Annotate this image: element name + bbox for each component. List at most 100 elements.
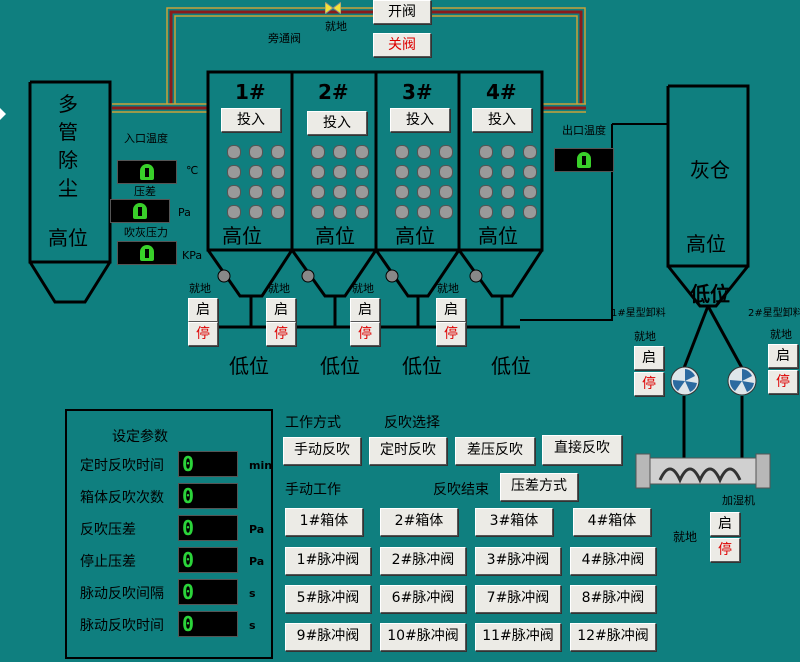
- feeder-1-stop-button[interactable]: 停: [634, 372, 664, 396]
- blow-pressure-unit: KPa: [182, 249, 203, 262]
- nozzle-dot: [417, 145, 431, 159]
- bypass-label: 旁通阀: [268, 32, 301, 45]
- box-1-stop-button[interactable]: 停: [188, 322, 218, 346]
- box-2-stop-button[interactable]: 停: [266, 322, 296, 346]
- param-value-input[interactable]: 0: [178, 579, 238, 605]
- param-unit: Pa: [249, 555, 265, 568]
- feeder-1-label: 1#星型卸料: [611, 308, 666, 319]
- bypass-valve-icon[interactable]: [325, 2, 341, 14]
- nozzle-dot: [501, 205, 515, 219]
- box-4-start-button[interactable]: 启: [436, 298, 466, 322]
- param-value-input[interactable]: 0: [178, 547, 238, 573]
- feeder-1-start-button[interactable]: 启: [634, 346, 664, 370]
- pulse-valve-11-button[interactable]: 11#脉冲阀: [475, 623, 561, 651]
- param-value-input[interactable]: 0: [178, 483, 238, 509]
- pulse-valve-10-button[interactable]: 10#脉冲阀: [380, 623, 466, 651]
- box-4-stop-button[interactable]: 停: [436, 322, 466, 346]
- nozzle-dot: [311, 205, 325, 219]
- box-3-title: 3#: [402, 80, 433, 104]
- pulse-valve-12-button[interactable]: 12#脉冲阀: [570, 623, 656, 651]
- blow-pressure-label: 吹灰压力: [124, 226, 168, 239]
- blow-pressure-display: [117, 241, 177, 265]
- param-value: 0: [182, 516, 195, 540]
- nozzle-dot: [249, 185, 263, 199]
- manual-blow-button[interactable]: 手动反吹: [283, 437, 361, 465]
- manual-work-label: 手动工作: [285, 482, 341, 498]
- box-4-button[interactable]: 4#箱体: [573, 508, 651, 536]
- param-label: 脉动反吹间隔: [80, 586, 164, 602]
- nozzle-dot: [523, 205, 537, 219]
- bell-icon: [140, 164, 154, 180]
- blow-end-label: 反吹结束: [433, 482, 489, 498]
- feeder-2-label: 2#星型卸料: [748, 308, 800, 319]
- param-value-input[interactable]: 0: [178, 451, 238, 477]
- humidifier-label: 加湿机: [722, 494, 755, 507]
- diff-blow-button[interactable]: 差压反吹: [455, 437, 535, 465]
- close-valve-button[interactable]: 关阀: [373, 33, 431, 57]
- nozzle-dot: [333, 185, 347, 199]
- box-1-start-button[interactable]: 启: [188, 298, 218, 322]
- nozzle-dot: [439, 185, 453, 199]
- feeder-2-start-button[interactable]: 启: [768, 344, 798, 368]
- diff-mode-button[interactable]: 压差方式: [500, 473, 578, 501]
- param-value-input[interactable]: 0: [178, 515, 238, 541]
- pulse-valve-4-button[interactable]: 4#脉冲阀: [570, 547, 656, 575]
- pulse-valve-8-button[interactable]: 8#脉冲阀: [570, 585, 656, 613]
- box-3-stop-button[interactable]: 停: [350, 322, 380, 346]
- box-3-button[interactable]: 3#箱体: [475, 508, 553, 536]
- work-mode-label: 工作方式: [285, 415, 341, 431]
- pulse-valve-2-button[interactable]: 2#脉冲阀: [380, 547, 466, 575]
- open-valve-button[interactable]: 开阀: [373, 0, 431, 24]
- humidifier-start-button[interactable]: 启: [710, 512, 740, 536]
- timed-blow-button[interactable]: 定时反吹: [369, 437, 447, 465]
- box-2-start-button[interactable]: 启: [266, 298, 296, 322]
- box-3-high-level: 高位: [395, 224, 435, 248]
- nozzle-dot: [417, 205, 431, 219]
- param-unit: min: [249, 459, 273, 472]
- nozzle-dot: [227, 145, 241, 159]
- pulse-valve-3-button[interactable]: 3#脉冲阀: [475, 547, 561, 575]
- params-title: 设定参数: [112, 429, 168, 445]
- pulse-valve-5-button[interactable]: 5#脉冲阀: [285, 585, 371, 613]
- nozzle-dot: [311, 145, 325, 159]
- nozzle-dot: [417, 165, 431, 179]
- box-4-engage-button[interactable]: 投入: [472, 108, 532, 132]
- nozzle-dot: [439, 145, 453, 159]
- pulse-valve-1-button[interactable]: 1#脉冲阀: [285, 547, 371, 575]
- param-unit: s: [249, 619, 256, 632]
- outlet-temp-label: 出口温度: [562, 124, 606, 137]
- param-label: 反吹压差: [80, 522, 136, 538]
- box-1-button[interactable]: 1#箱体: [285, 508, 363, 536]
- box-1-engage-button[interactable]: 投入: [221, 108, 281, 132]
- inlet-temp-unit: ℃: [186, 164, 199, 177]
- box-3-start-button[interactable]: 启: [350, 298, 380, 322]
- nozzle-dot: [271, 205, 285, 219]
- nozzle-dot: [333, 165, 347, 179]
- box-2-button[interactable]: 2#箱体: [380, 508, 458, 536]
- pulse-valve-9-button[interactable]: 9#脉冲阀: [285, 623, 371, 651]
- diff-pressure-display: [110, 199, 170, 223]
- nozzle-dot: [355, 185, 369, 199]
- param-value: 0: [182, 452, 195, 476]
- feeder-2-stop-button[interactable]: 停: [768, 370, 798, 394]
- nozzle-dot: [523, 165, 537, 179]
- box-4-local-label: 就地: [437, 282, 459, 295]
- pulse-valve-7-button[interactable]: 7#脉冲阀: [475, 585, 561, 613]
- multi-tube-high-level: 高位: [48, 226, 88, 250]
- param-unit: s: [249, 587, 256, 600]
- nozzle-dot: [479, 145, 493, 159]
- box-1-low-level: 低位: [229, 354, 269, 378]
- box-2-engage-button[interactable]: 投入: [307, 111, 367, 135]
- nozzle-dot: [333, 205, 347, 219]
- diff-pressure-label: 压差: [134, 185, 156, 198]
- humidifier-stop-button[interactable]: 停: [710, 538, 740, 562]
- nozzle-dot: [355, 145, 369, 159]
- box-3-local-label: 就地: [352, 282, 374, 295]
- ash-silo-title: 灰仓: [690, 158, 730, 182]
- box-3-engage-button[interactable]: 投入: [390, 108, 450, 132]
- direct-blow-button[interactable]: 直接反吹: [542, 435, 622, 465]
- nozzle-dot: [523, 185, 537, 199]
- nozzle-dot: [355, 165, 369, 179]
- param-value-input[interactable]: 0: [178, 611, 238, 637]
- pulse-valve-6-button[interactable]: 6#脉冲阀: [380, 585, 466, 613]
